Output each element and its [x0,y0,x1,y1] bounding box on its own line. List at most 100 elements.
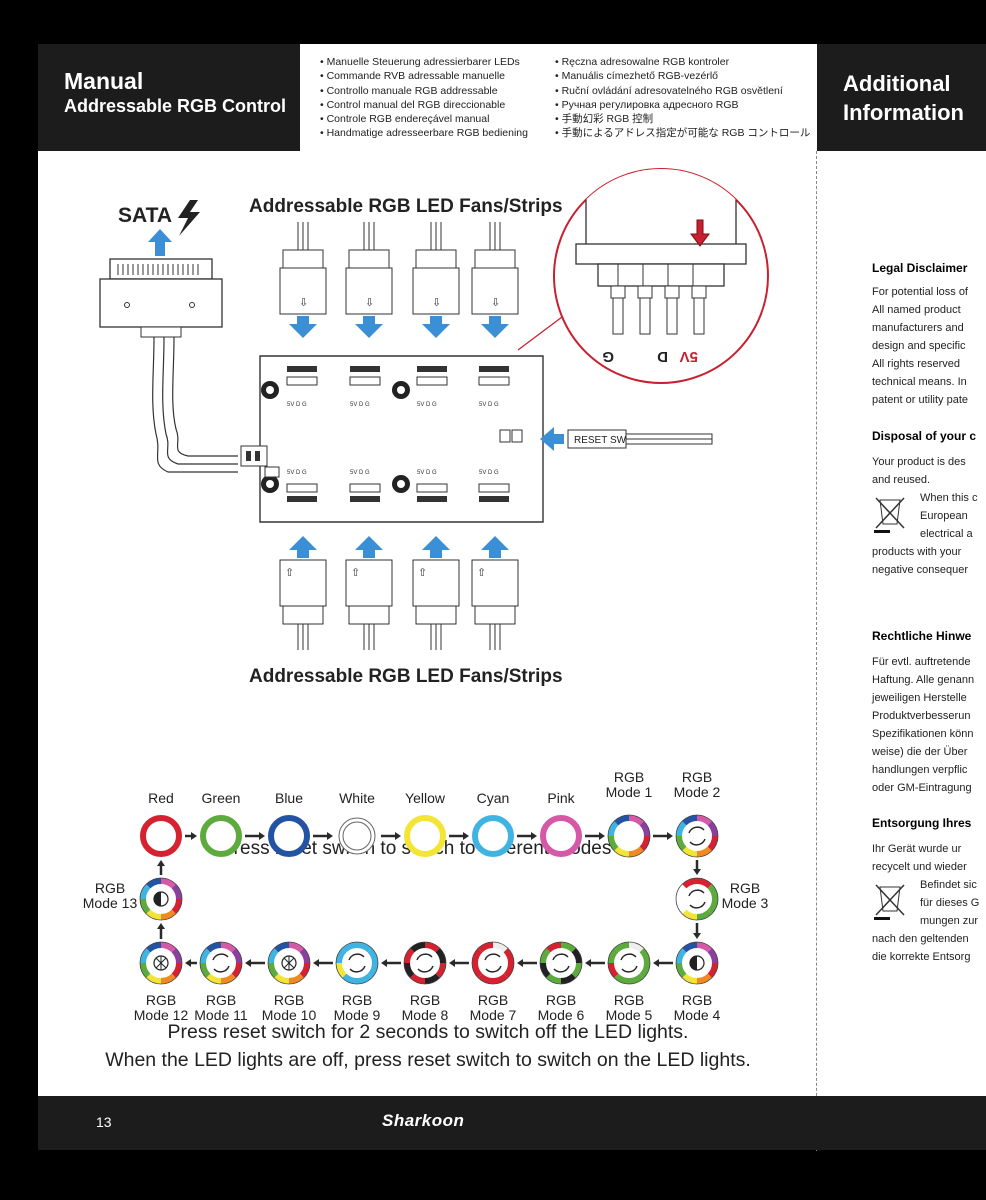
language-list-1: Manuelle Steuerung adressierbarer LEDs C… [320,55,528,141]
legal-line: technical means. In [872,376,967,388]
mode-ring [200,815,242,857]
language-item: Manuális címezhető RGB-vezérlő [555,69,810,83]
flow-arrow [185,959,197,967]
legal-line: patent or utility pate [872,394,969,406]
zoom-detail: G D 5V [517,168,769,384]
top-connector-4: ⇩ [471,222,519,338]
disposal-line: European [920,510,968,522]
de-disposal-line: für dieses G [920,897,980,909]
de-legal-line: handlungen verpflic [872,764,968,776]
language-item: 手動によるアドレス指定が可能な RGB コントロール [555,126,811,140]
bottom-connector-4: ⇧ [471,536,519,650]
reset-label: RESET SW [574,435,627,446]
language-item: Manuelle Steuerung adressierbarer LEDs [320,55,528,69]
mode-label: Yellow [405,790,446,806]
manual-page: Manual Addressable RGB Control Manuelle … [38,44,986,1151]
mode-ring [471,941,515,985]
sata-cable [162,336,238,465]
legal-line: All rights reserved [872,358,961,370]
language-item: Ręczna adresowalne RGB kontroler [555,55,810,69]
flow-arrow [517,832,537,840]
flow-arrow [313,959,333,967]
flow-arrow [313,832,333,840]
de-legal-line: oder GM-Eintragung [872,782,972,794]
disposal-line: electrical a [920,528,973,540]
top-connectors: ⇩ ⇩ ⇩ ⇩ [279,222,519,338]
legal-line: manufacturers and [872,322,964,334]
flow-arrow [381,832,401,840]
mode-label: Cyan [477,790,510,806]
de-disposal-line: nach den geltenden [872,933,969,945]
mode-ring [540,815,582,857]
disposal-line: and reused. [872,474,931,486]
svg-text:⇩: ⇩ [365,297,374,309]
legal-heading: Legal Disclaimer [872,261,968,275]
legal-line: design and specific [872,340,966,352]
sata-label: SATA [118,204,172,227]
language-item: Controllo manuale RGB addressable [320,84,528,98]
language-item: Control manual del RGB direccionable [320,98,528,112]
right-column: Legal Disclaimer For potential loss of A… [872,244,986,1044]
de-legal-line: Produktverbesserun [872,710,971,722]
reset-arrow-icon [540,427,564,451]
de-disposal-line: die korrekte Entsorg [872,951,971,963]
mode-ring [338,817,376,855]
sata-connector-neck [140,326,182,338]
zoom-pin-d: D [657,348,668,365]
sata-screw [189,302,195,308]
flow-arrow [653,832,673,840]
pin-label: 5V D G [350,470,370,476]
disposal-line: products with your [872,546,962,558]
sata-cable [172,336,238,457]
additional-title-line: Additional [843,71,951,96]
mode-label: Pink [547,790,575,806]
wiring-diagram: SATA Addressable RGB LED Fans/Strips [99,168,769,687]
svg-text:⇩: ⇩ [432,297,441,309]
language-item: Controle RGB endereçável manual [320,112,528,126]
mode-label: Green [202,790,241,806]
mode-ring [539,941,583,985]
bottom-connector-1: ⇧ [279,536,327,650]
brand-logo: Sharkoon [382,1111,465,1130]
flow-arrow [449,959,469,967]
top-connector-2: ⇩ [345,222,393,338]
disposal-line: When this c [920,492,978,504]
de-disposal-line: Ihr Gerät wurde ur [872,843,962,855]
flow-arrow [693,860,701,875]
mode-label: Blue [275,790,303,806]
page-subtitle: Addressable RGB Control [64,96,287,116]
fans-bottom-label: Addressable RGB LED Fans/Strips [249,666,563,687]
mode-ring [675,941,719,985]
pin-label: 5V D G [350,402,370,408]
zoom-pin-5v: 5V [680,348,698,365]
de-legal-line: Für evtl. auftretende [872,656,971,668]
svg-text:⇧: ⇧ [285,567,294,579]
mode-ring [607,814,651,858]
de-legal-line: Spezifikationen könn [872,728,974,740]
bottom-connector-2: ⇧ [345,536,393,650]
note-line-2: When the LED lights are off, press reset… [105,1049,751,1071]
de-disposal-heading: Entsorgung Ihres [872,816,972,830]
de-legal-line: jeweiligen Herstelle [872,692,967,704]
mode-ring [140,815,182,857]
pin-label: 5V D G [479,402,499,408]
svg-text:⇧: ⇧ [477,567,486,579]
flow-arrow [157,923,165,939]
flow-arrow [245,832,265,840]
svg-text:⇧: ⇧ [351,567,360,579]
disposal-line: Your product is des [872,456,966,468]
mode-ring [404,815,446,857]
de-legal-line: weise) die der Über [872,746,968,758]
de-disposal-line: Befindet sic [920,879,977,891]
svg-text:⇩: ⇩ [491,297,500,309]
flow-arrow [693,923,701,939]
flow-arrow [449,832,469,840]
language-item: Handmatige adresseerbare RGB bediening [320,126,528,140]
